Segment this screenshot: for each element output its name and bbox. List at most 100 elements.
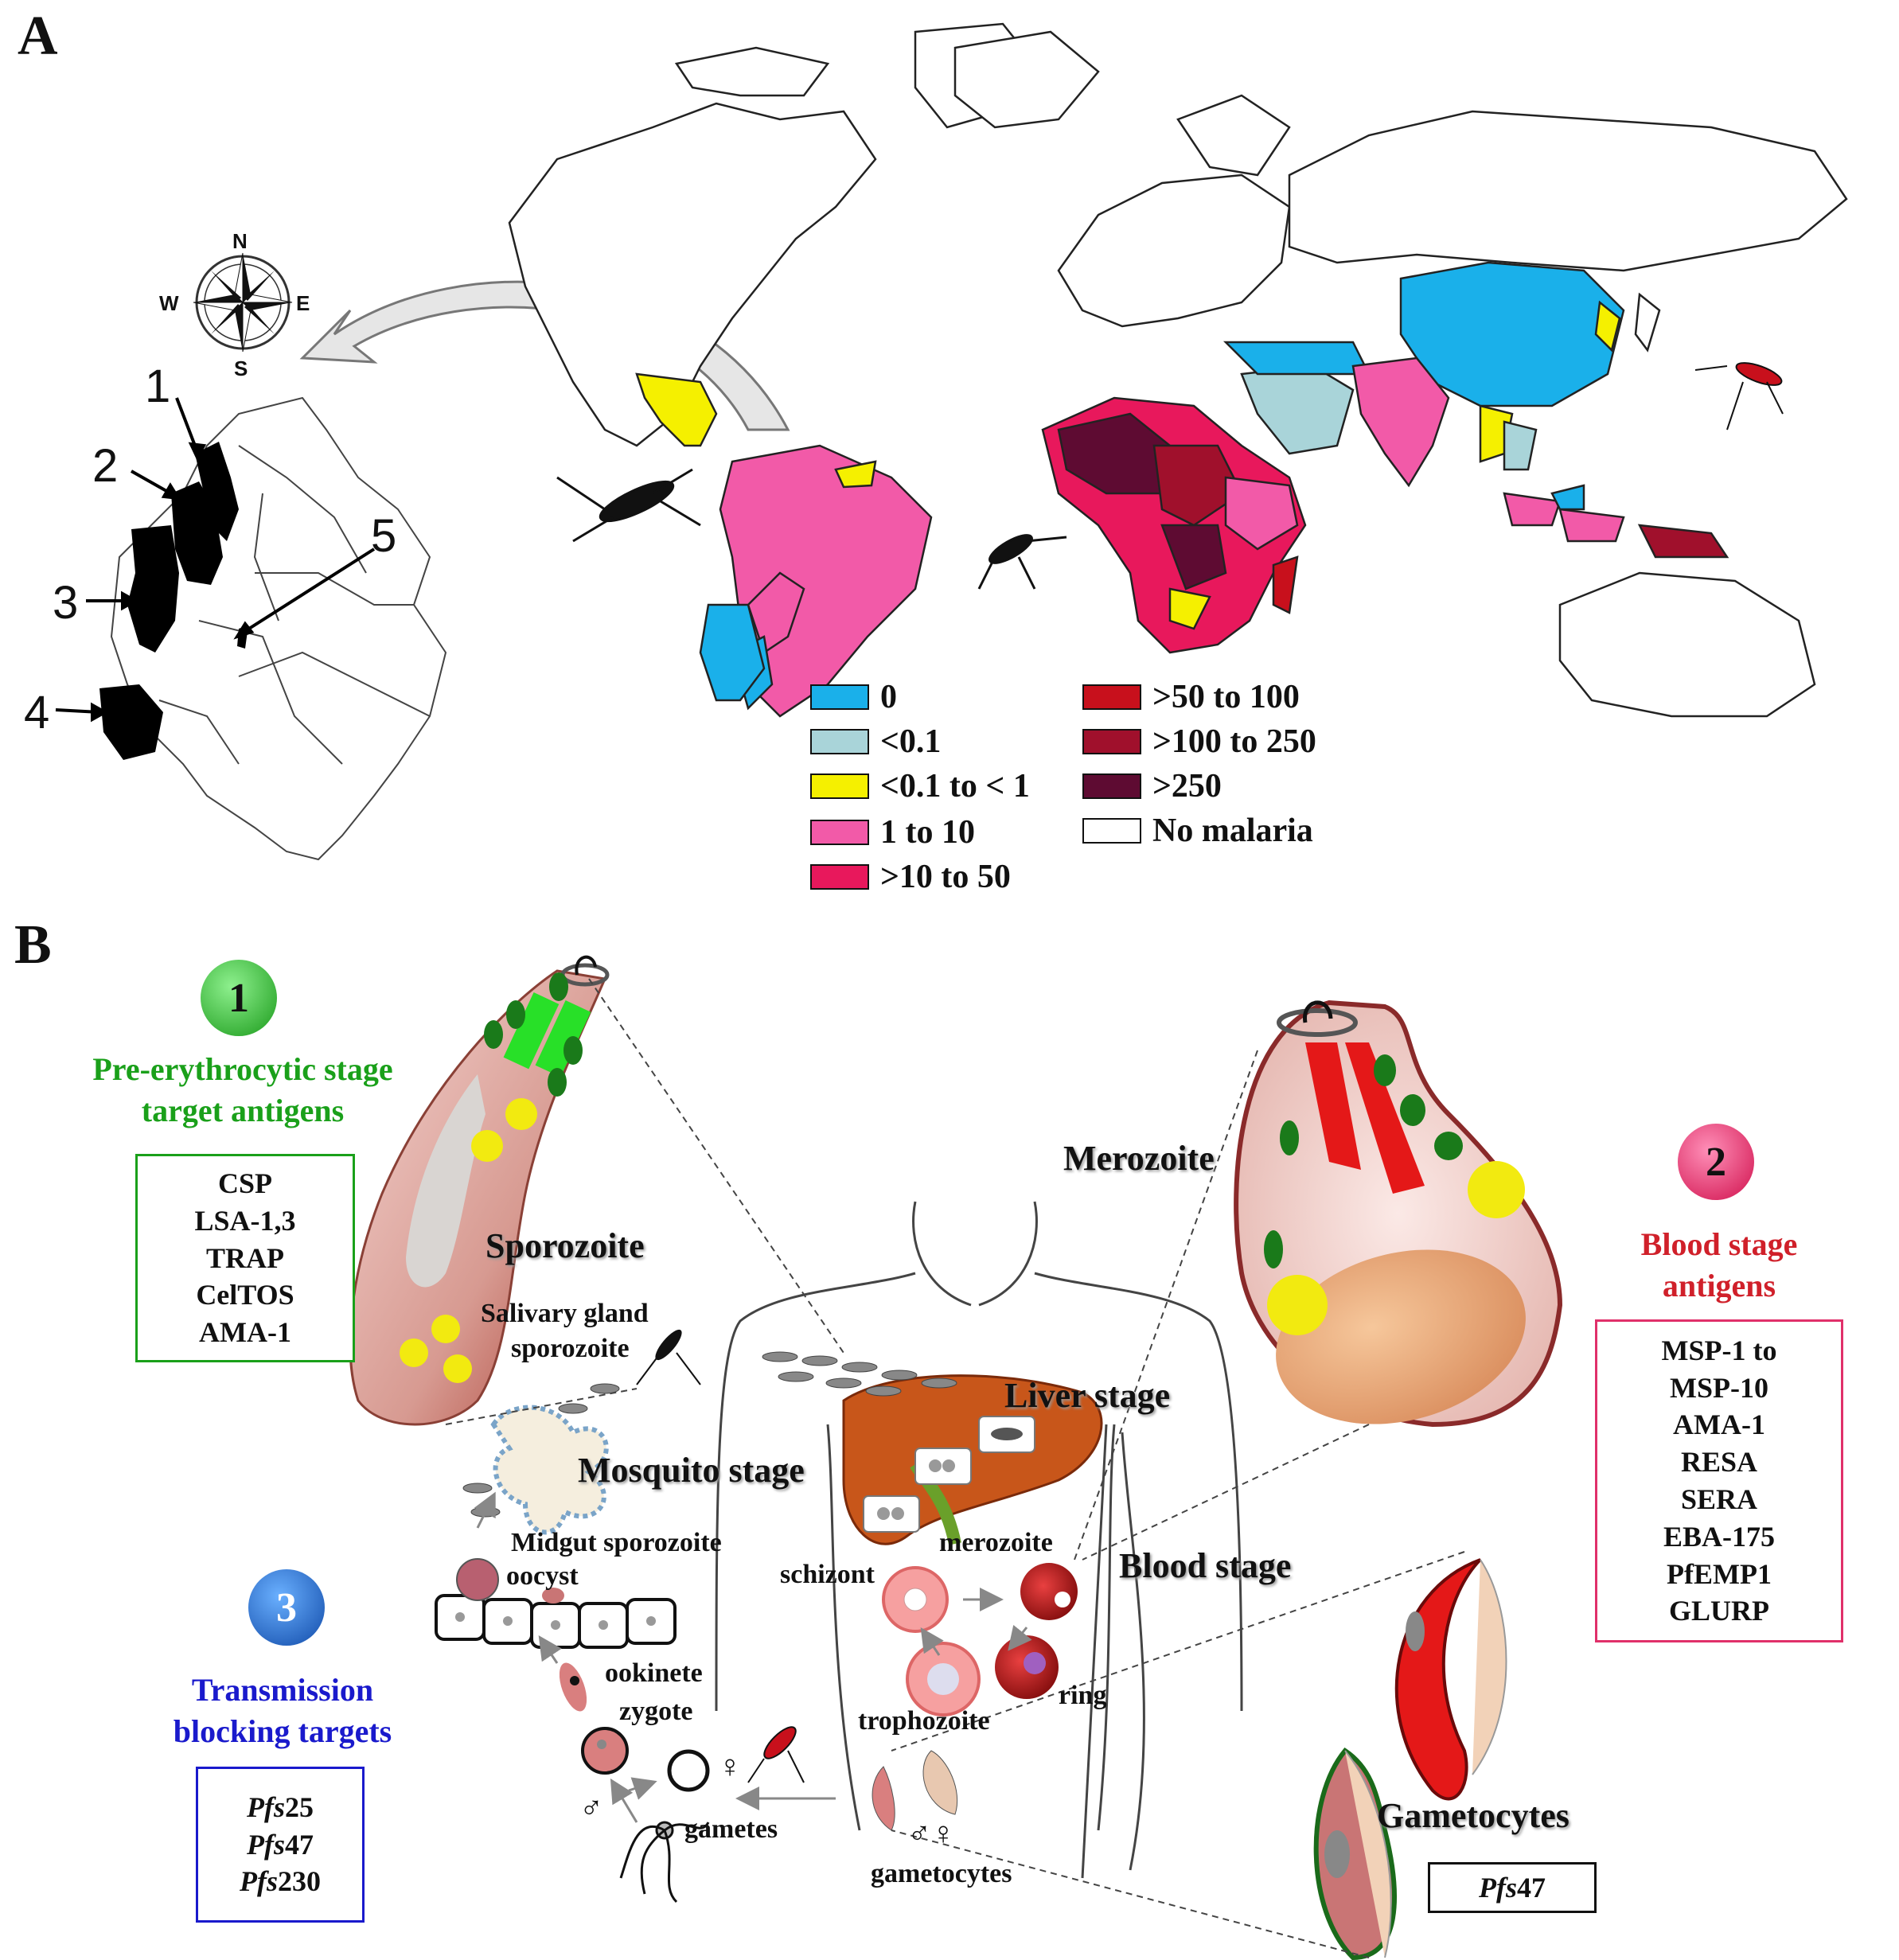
zygote-illustration (581, 1727, 710, 1792)
gametes-label: gametes (684, 1814, 778, 1844)
antigen-item: EBA-175 (1663, 1520, 1775, 1553)
ookinete-illustration (559, 1662, 587, 1712)
region-number-5: 5 (371, 510, 397, 562)
gametocyte-small-cells (872, 1750, 958, 1831)
antigen-item: SERA (1680, 1483, 1758, 1515)
world-map (508, 22, 1848, 718)
compass-rose-icon (193, 252, 293, 353)
blood-stage-cells (882, 1563, 1078, 1716)
legend-label: <0.1 (880, 723, 942, 760)
midgut-sporozoite-label: Midgut sporozoite (511, 1528, 722, 1557)
gamete-illustration (619, 1821, 710, 1903)
legend-swatch (1082, 773, 1141, 799)
legend-item: <0.1 to < 1 (810, 767, 1030, 805)
legend-swatch (1082, 818, 1141, 844)
antigen-item: PfEMP1 (1667, 1557, 1772, 1590)
gametocytes-title-label: Gametocytes (1377, 1796, 1570, 1835)
zygote-label: zygote (619, 1697, 693, 1726)
colombia-region-arrows (55, 397, 376, 723)
region-number-2: 2 (92, 440, 119, 492)
salivary-sporozoite-label: sporozoite (511, 1334, 630, 1363)
oocyst-illustration (456, 1558, 564, 1603)
mosquito-icon (977, 534, 1067, 590)
region-number-4: 4 (24, 687, 50, 738)
legend-swatch (810, 773, 869, 799)
antigen-item: Pfs230 (240, 1863, 321, 1900)
mosquito-icon (1694, 362, 1784, 431)
legend-label: <0.1 to < 1 (880, 768, 1030, 805)
mosquito-stage-label: Mosquito stage (578, 1451, 805, 1490)
legend-swatch (810, 864, 869, 890)
legend-item: >50 to 100 (1082, 678, 1300, 716)
antigen-suffix: 230 (278, 1865, 321, 1898)
male-female-symbol: ♂♀ (907, 1815, 955, 1851)
gametocyte-illustration (1313, 1558, 1507, 1960)
legend-item: No malaria (1082, 812, 1313, 850)
blood-stage-badge: 2 (1678, 1124, 1754, 1200)
antigen-item: CSP (217, 1167, 272, 1199)
gametocyte-antigen-suffix: 47 (1517, 1871, 1546, 1903)
legend-label: >250 (1152, 768, 1222, 805)
oocyst-label: oocyst (506, 1561, 579, 1591)
liver-stage-label: Liver stage (1004, 1376, 1171, 1415)
antigen-prefix: Pfs (240, 1865, 278, 1898)
legend-label: >50 to 100 (1152, 679, 1300, 715)
mosquito-icon (747, 1726, 805, 1783)
salivary-gland-illustration (490, 1405, 609, 1535)
pre-erythrocytic-title-line1: Pre-erythrocytic stage (92, 1051, 393, 1087)
transmission-blocking-title-line1: Transmission (191, 1672, 374, 1708)
lifecycle-arrows (474, 1491, 1032, 1823)
merozoite-small-label: merozoite (939, 1528, 1053, 1557)
sporozoite-illustration (349, 955, 610, 1426)
legend-item: 0 (810, 678, 897, 716)
panel-label-a: A (18, 6, 58, 67)
legend-swatch (810, 729, 869, 754)
legend-label: >10 to 50 (880, 859, 1011, 895)
antigen-item: CelTOS (196, 1279, 294, 1311)
legend-item: >100 to 250 (1082, 723, 1316, 761)
legend-item: <0.1 (810, 723, 941, 761)
antigen-prefix: Pfs (247, 1828, 285, 1861)
legend-swatch (1082, 729, 1141, 754)
compass-north-label: N (232, 229, 248, 253)
trophozoite-label: trophozoite (858, 1706, 990, 1736)
antigen-suffix: 47 (285, 1828, 314, 1861)
transmission-blocking-badge: 3 (248, 1569, 325, 1646)
pre-erythrocytic-badge: 1 (201, 960, 277, 1036)
pre-erythrocytic-title: Pre-erythrocytic stage target antigens (48, 1049, 438, 1132)
gametocyte-antigen-prefix: Pfs (1479, 1871, 1517, 1903)
merozoite-label: Merozoite (1063, 1139, 1215, 1178)
legend-label: 1 to 10 (880, 814, 975, 851)
salivary-gland-label: Salivary gland (481, 1299, 649, 1328)
antigen-item: LSA-1,3 (194, 1204, 296, 1237)
transmission-blocking-title-line2: blocking targets (173, 1713, 392, 1749)
legend-label: 0 (880, 679, 897, 715)
mosquito-icon (636, 1329, 701, 1385)
legend-item: 1 to 10 (810, 813, 975, 851)
antigen-item: MSP-10 (1670, 1371, 1768, 1404)
antigen-item: Pfs47 (247, 1826, 314, 1864)
blood-stage-title: Blood stage antigens (1592, 1224, 1846, 1307)
compass-west-label: W (159, 291, 179, 315)
panel-label-b: B (14, 914, 52, 976)
blood-stage-label: Blood stage (1119, 1546, 1292, 1585)
legend-label: >100 to 250 (1152, 723, 1316, 760)
legend-swatch (810, 820, 869, 845)
region-number-3: 3 (53, 577, 79, 629)
antigen-item: TRAP (206, 1241, 284, 1274)
female-symbol: ♀ (718, 1748, 742, 1784)
region-number-1: 1 (145, 360, 171, 412)
legend-swatch (1082, 684, 1141, 710)
ring-label: ring (1059, 1681, 1107, 1710)
ookinete-label: ookinete (605, 1658, 703, 1688)
antigen-suffix: 25 (285, 1790, 314, 1823)
antigen-item: AMA-1 (199, 1316, 291, 1349)
schizont-label: schizont (780, 1560, 875, 1589)
antigen-item: Pfs25 (247, 1789, 314, 1826)
antigen-item: AMA-1 (1673, 1409, 1765, 1441)
blood-stage-title-line1: Blood stage (1640, 1226, 1798, 1262)
